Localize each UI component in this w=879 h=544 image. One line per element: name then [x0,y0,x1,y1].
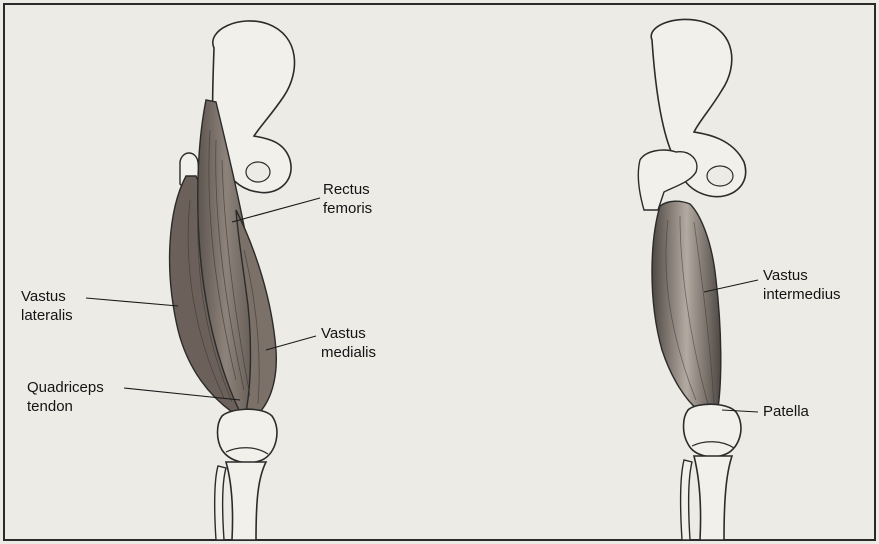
label-vastus-medialis-line1: Vastus [321,324,376,343]
left-knee-patella [218,409,277,463]
right-fibula [681,460,692,540]
label-rectus-femoris-line1: Rectus [323,180,372,199]
label-quadriceps-tendon: Quadriceps tendon [27,378,104,416]
label-vastus-intermedius-line1: Vastus [763,266,841,285]
label-vastus-intermedius: Vastus intermedius [763,266,841,304]
right-knee-patella [684,404,741,457]
label-quadriceps-tendon-line2: tendon [27,397,104,416]
label-vastus-intermedius-line2: intermedius [763,285,841,304]
left-tibia [226,462,266,540]
figure-frame [4,4,875,540]
left-obturator-foramen [246,162,270,182]
left-fibula [215,466,226,540]
label-vastus-lateralis: Vastus lateralis [21,287,73,325]
right-tibia [694,456,732,540]
leader-rectus-femoris [232,198,320,222]
right-femoral-neck [638,150,697,210]
label-quadriceps-tendon-line1: Quadriceps [27,378,104,397]
left-leg-illustration [170,21,295,540]
label-patella: Patella [763,402,809,421]
label-vastus-lateralis-line2: lateralis [21,306,73,325]
label-vastus-lateralis-line1: Vastus [21,287,73,306]
label-rectus-femoris-line2: femoris [323,199,372,218]
leader-vastus-lateralis [86,298,178,306]
right-obturator-foramen [707,166,733,186]
vastus-intermedius-muscle [652,201,721,410]
label-rectus-femoris: Rectus femoris [323,180,372,218]
label-vastus-medialis: Vastus medialis [321,324,376,362]
label-vastus-medialis-line2: medialis [321,343,376,362]
right-leg-illustration [638,19,745,540]
